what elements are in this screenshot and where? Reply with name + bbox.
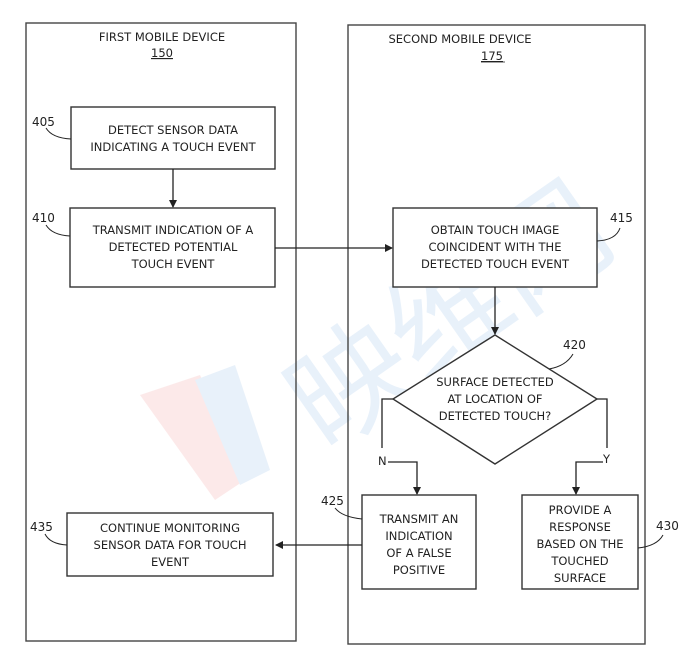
step-435-line-1: CONTINUE MONITORING xyxy=(100,521,240,535)
step-430-line-1: PROVIDE A xyxy=(549,503,612,517)
arrow-420-to-430 xyxy=(572,461,603,495)
branch-no-line xyxy=(381,398,393,448)
lane-first-title: FIRST MOBILE DEVICE xyxy=(99,30,225,44)
step-420-line-2: AT LOCATION OF xyxy=(447,392,542,406)
branch-yes-line xyxy=(597,398,608,448)
step-410-line-2: DETECTED POTENTIAL xyxy=(109,240,238,254)
step-405-line-2: INDICATING A TOUCH EVENT xyxy=(90,140,256,154)
step-425-line-4: POSITIVE xyxy=(393,563,445,577)
step-425-line-3: OF A FALSE xyxy=(386,546,451,560)
step-430-leader xyxy=(637,534,664,549)
step-410-ref: 410 xyxy=(32,211,55,225)
lane-first-mobile-device xyxy=(25,22,297,642)
step-420-line-3: DETECTED TOUCH? xyxy=(439,409,552,423)
step-420-ref: 420 xyxy=(563,338,586,352)
arrow-420-to-425 xyxy=(388,461,421,495)
step-420-line-1: SURFACE DETECTED xyxy=(436,375,554,389)
step-430-line-2: RESPONSE xyxy=(549,520,611,534)
step-405-ref: 405 xyxy=(32,115,55,129)
branch-no-label: N xyxy=(378,454,387,468)
step-410-box xyxy=(69,207,276,288)
watermark-v-blue xyxy=(195,365,270,485)
step-420-decision xyxy=(391,334,599,465)
step-415-box xyxy=(392,207,598,288)
step-425-box xyxy=(361,494,477,590)
step-430-box xyxy=(521,494,639,590)
step-425-line-1: TRANSMIT AN xyxy=(379,512,459,526)
step-410-line-1: TRANSMIT INDICATION OF A xyxy=(92,223,254,237)
step-405-line-1: DETECT SENSOR DATA xyxy=(108,123,238,137)
step-405-leader xyxy=(45,127,72,140)
step-430-line-4: TOUCHED xyxy=(550,554,608,568)
step-430-ref: 430 xyxy=(656,519,679,533)
branch-yes-label: Y xyxy=(602,452,611,466)
step-415-line-2: COINCIDENT WITH THE xyxy=(429,240,562,254)
lane-first-ref: 150 xyxy=(151,46,173,60)
step-430-line-3: BASED ON THE xyxy=(536,537,623,551)
step-430-line-5: SURFACE xyxy=(554,571,606,585)
step-405-box xyxy=(70,106,276,170)
step-435-line-2: SENSOR DATA FOR TOUCH xyxy=(94,538,247,552)
step-425-ref: 425 xyxy=(321,494,344,508)
watermark-v-red xyxy=(140,375,245,500)
step-425-leader xyxy=(334,507,363,520)
step-435-leader xyxy=(44,533,68,546)
step-415-leader xyxy=(596,227,621,242)
lane-second-ref: 175 xyxy=(481,49,503,63)
step-420-leader xyxy=(548,353,574,370)
step-435-box xyxy=(66,512,274,577)
step-410-leader xyxy=(45,224,71,237)
step-435-line-3: EVENT xyxy=(151,555,190,569)
step-435-ref: 435 xyxy=(30,520,53,534)
step-415-line-1: OBTAIN TOUCH IMAGE xyxy=(431,223,560,237)
step-415-ref: 415 xyxy=(610,211,633,225)
step-410-line-3: TOUCH EVENT xyxy=(131,257,216,271)
step-415-line-3: DETECTED TOUCH EVENT xyxy=(421,257,570,271)
lane-second-mobile-device xyxy=(347,24,646,645)
step-425-line-2: INDICATION xyxy=(385,529,452,543)
lane-second-title: SECOND MOBILE DEVICE xyxy=(388,32,531,46)
